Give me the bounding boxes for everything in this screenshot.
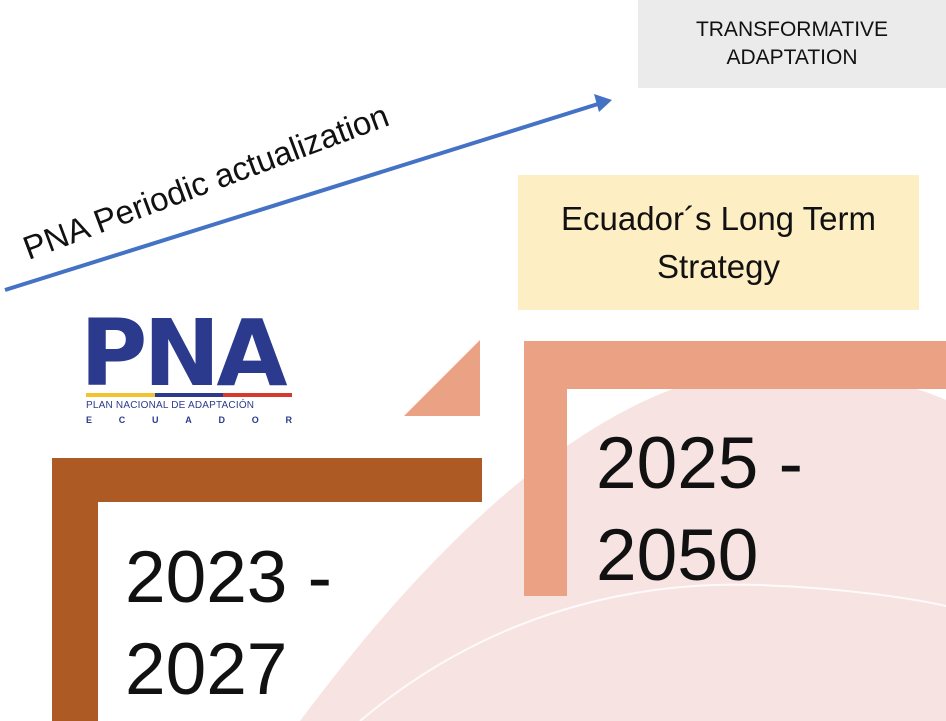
peach-triangle [404, 340, 480, 416]
country-letter: C [118, 415, 126, 425]
period-bracket-2023-2027 [52, 458, 482, 721]
country-letter: R [285, 415, 292, 425]
pna-logo-wordmark: PNA [80, 300, 288, 407]
pna-logo: PNA PLAN NACIONAL DE ADAPTACIÓN E C U A … [80, 308, 300, 426]
period-2027-end: 2027 [125, 629, 288, 710]
period-2023-start: 2023 - [125, 537, 332, 618]
country-letter: O [251, 415, 259, 425]
flag-stripe-yellow [86, 393, 155, 397]
country-letter: D [218, 415, 225, 425]
country-letter: U [151, 415, 159, 425]
transformative-adaptation-box: TRANSFORMATIVE ADAPTATION [638, 0, 946, 88]
flag-stripe-blue [154, 393, 224, 397]
period-2025-start: 2025 - [596, 423, 803, 504]
pna-logo-flag-stripe [86, 393, 293, 397]
period-2025-2050-label: 2025 - 2050 [596, 418, 896, 602]
pink-wave-line [359, 583, 946, 721]
country-letter: E [86, 415, 93, 425]
pna-logo-subtitle: PLAN NACIONAL DE ADAPTACIÓN [86, 400, 255, 411]
transformative-adaptation-label: TRANSFORMATIVE ADAPTATION [695, 18, 889, 69]
arrow-head [594, 94, 612, 112]
period-2050-end: 2050 [596, 515, 759, 596]
pna-logo-country: E C U A D O R [86, 415, 292, 425]
period-bracket-2025-2050 [524, 341, 946, 596]
long-term-strategy-box: Ecuador´s Long Term Strategy [518, 175, 919, 310]
country-letter: A [185, 415, 192, 425]
arrow-shaft [4, 102, 599, 292]
flag-stripe-red [223, 393, 293, 397]
pink-wave-shape [300, 368, 946, 721]
long-term-strategy-label: Ecuador´s Long Term Strategy [561, 199, 876, 285]
period-2023-2027-label: 2023 - 2027 [125, 532, 405, 716]
